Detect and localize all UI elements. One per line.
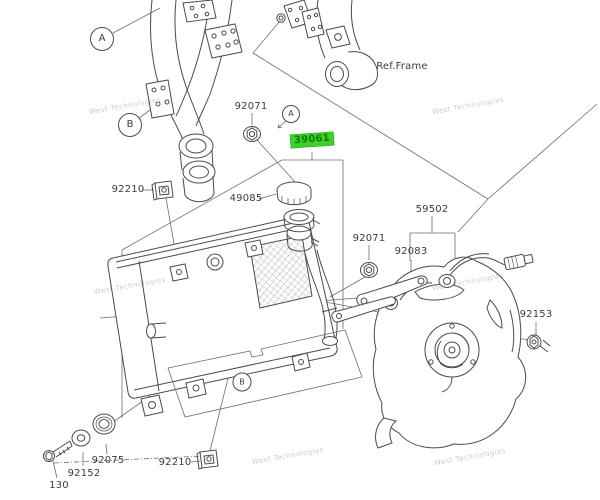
part-label-49085[interactable]: 49085: [229, 193, 263, 204]
part-label-92071-mid[interactable]: 92071: [352, 233, 386, 244]
callout-a-cap: A: [282, 105, 300, 123]
part-label-92210-upper[interactable]: 92210: [111, 184, 145, 195]
screen-panel-art: [167, 329, 363, 418]
fasteners-art: [43, 126, 551, 470]
radiator-art: [107, 215, 338, 417]
frame-left-art: [145, 0, 313, 203]
ref-frame-label: Ref.Frame: [376, 61, 428, 72]
part-label-92071-top[interactable]: 92071: [234, 101, 268, 112]
callout-b-screen: B: [232, 372, 252, 392]
part-label-92083[interactable]: 92083: [394, 246, 428, 257]
callout-b-frame: B: [118, 113, 142, 137]
part-label-92153[interactable]: 92153: [519, 309, 553, 320]
part-label-92075[interactable]: 92075: [91, 455, 125, 466]
leader-lines: [52, 7, 598, 479]
callout-a-frame: A: [90, 27, 114, 51]
part-label-59502[interactable]: 59502: [415, 204, 449, 215]
frame-right-art: [301, 0, 379, 91]
radiator-cap-art: [276, 181, 321, 233]
fan-assembly-art: [331, 253, 534, 449]
part-label-92210-lower[interactable]: 92210: [158, 457, 192, 468]
part-label-92152[interactable]: 92152: [67, 468, 101, 479]
part-label-130[interactable]: 130: [49, 480, 69, 491]
